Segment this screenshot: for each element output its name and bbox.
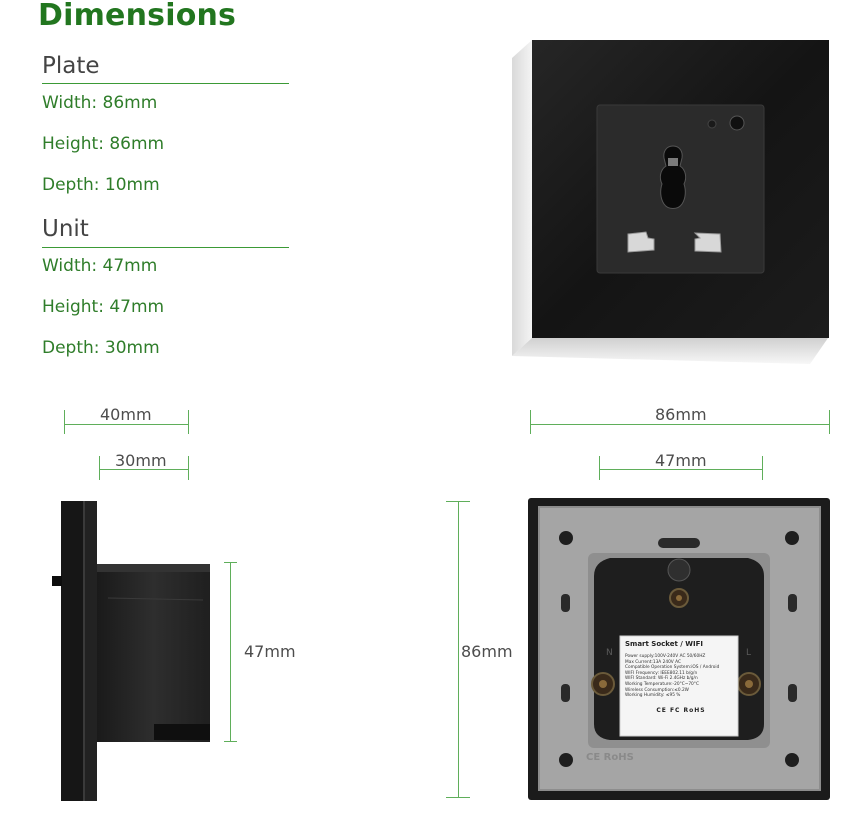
dimension-tick [64,410,65,434]
product-label-line: Power supply:100V-240V AC 50/60HZ [625,654,706,659]
unit-heading: Unit [42,216,89,242]
product-label-line: Wireless Consumption:≤0.2W [625,687,689,693]
side-total-depth-label: 40mm [100,405,152,424]
unit-divider [42,247,289,248]
dimension-tick [829,410,830,434]
side-total-depth-line [64,424,189,425]
product-label-line: WIFI Frequency: IEEE802.11 b/g/n [625,670,698,676]
terminal-l-mark: L [746,648,752,658]
dimension-tick [599,456,600,480]
back-plate-width-label: 86mm [655,405,707,424]
product-info-label: Smart Socket / WIFI Power supply:100V-24… [625,640,737,714]
plate-heading: Plate [42,53,100,79]
product-label-line: Max Current:13A 240V AC [625,659,681,665]
back-plate-height-label: 86mm [461,642,513,661]
back-unit-width-line [599,469,763,470]
side-unit-height-label: 47mm [244,642,296,661]
back-plate-width-line [530,424,830,425]
dimension-tick [530,410,531,434]
product-label-title: Smart Socket / WIFI [625,640,703,648]
side-unit-height-line [230,562,231,742]
dimension-tick [188,456,189,480]
plate-divider [42,83,289,84]
side-unit-depth-line [99,469,189,470]
plate-width: Width: 86mm [42,93,158,113]
product-label-line: Working Temperature:-20°C~70°C [625,681,699,687]
side-unit-depth-label: 30mm [115,451,167,470]
product-label-line: Working Humidity: ≤95 % [625,693,681,699]
unit-depth: Depth: 30mm [42,338,160,358]
certification-marks: CE FC RoHS [656,706,706,714]
unit-height: Height: 47mm [42,297,165,317]
side-socket-image [48,498,218,803]
product-label-line: WIFI Standard: Wi-Fi 2.4GHz b/g/n [625,676,698,682]
back-socket-image [528,498,830,800]
plate-height: Height: 86mm [42,134,165,154]
molded-certification-mark: CE RoHS [586,752,634,763]
front-socket-image [508,38,838,368]
dimension-tick [188,410,189,434]
unit-width: Width: 47mm [42,256,158,276]
back-unit-width-label: 47mm [655,451,707,470]
page-title: Dimensions [38,0,237,33]
dimension-tick [762,456,763,480]
plate-depth: Depth: 10mm [42,175,160,195]
back-plate-height-line [458,501,459,798]
dimension-tick [99,456,100,480]
terminal-n-mark: N [606,648,613,658]
product-label-line: Compatible Operation System:iOS / Androi… [625,665,720,671]
